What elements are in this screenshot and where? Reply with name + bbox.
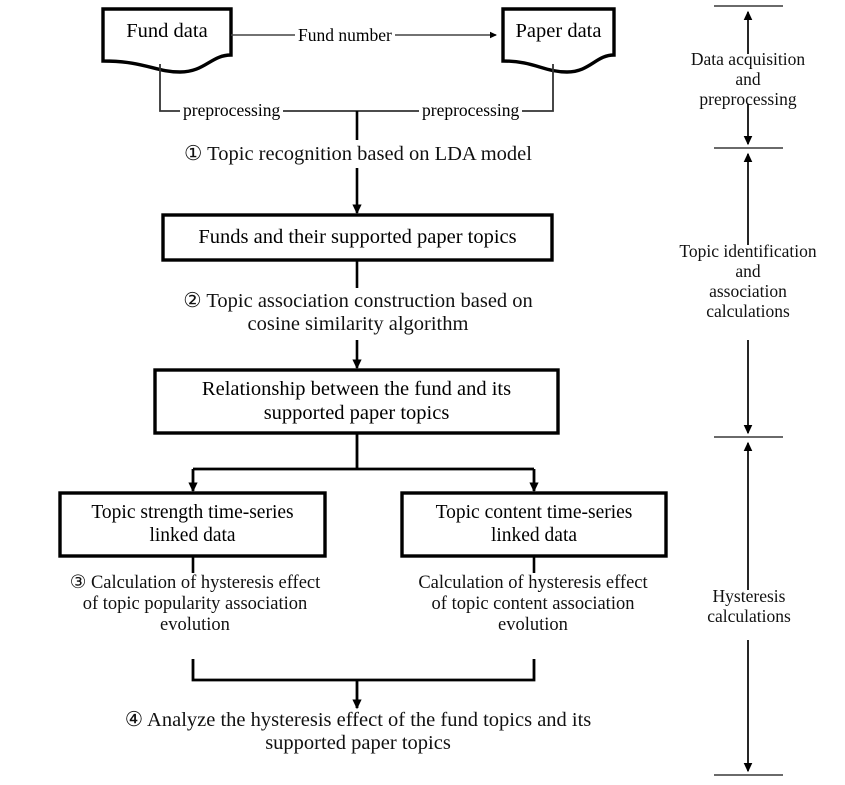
edge-label-fund-number: Fund number <box>295 25 395 46</box>
step-4-label: ④ Analyze the hysteresis effect of the f… <box>124 709 592 755</box>
edge-step3-merge <box>191 659 536 710</box>
step-3-right-label: Calculation of hysteresis effect of topi… <box>418 573 648 636</box>
node-paper-data-shape <box>501 7 616 74</box>
step-3-left-label: ③ Calculation of hysteresis effect of to… <box>69 573 321 636</box>
edge-series-to-step3 <box>191 556 536 573</box>
phase-3-label: Hysteresis calculations <box>707 586 791 626</box>
phase-scale <box>714 5 783 776</box>
step-2-label: ② Topic association construction based o… <box>183 290 533 336</box>
node-relationship-shape <box>153 368 560 435</box>
edge-label-preprocessing-left: preprocessing <box>180 100 284 121</box>
edge-label-preprocessing-right: preprocessing <box>419 100 523 121</box>
edge-preprocessing-bus <box>159 64 554 140</box>
node-fund-data-shape <box>101 7 233 74</box>
step-1-label: ① Topic recognition based on LDA model <box>184 143 532 165</box>
node-content-series-shape <box>400 491 668 558</box>
node-funds-topics-shape <box>161 213 554 262</box>
phase-2-label: Topic identification and association cal… <box>679 241 817 321</box>
node-strength-series-shape <box>58 491 327 558</box>
edge-relationship-split <box>188 433 539 493</box>
phase-1-label: Data acquisition and preprocessing <box>690 49 806 109</box>
